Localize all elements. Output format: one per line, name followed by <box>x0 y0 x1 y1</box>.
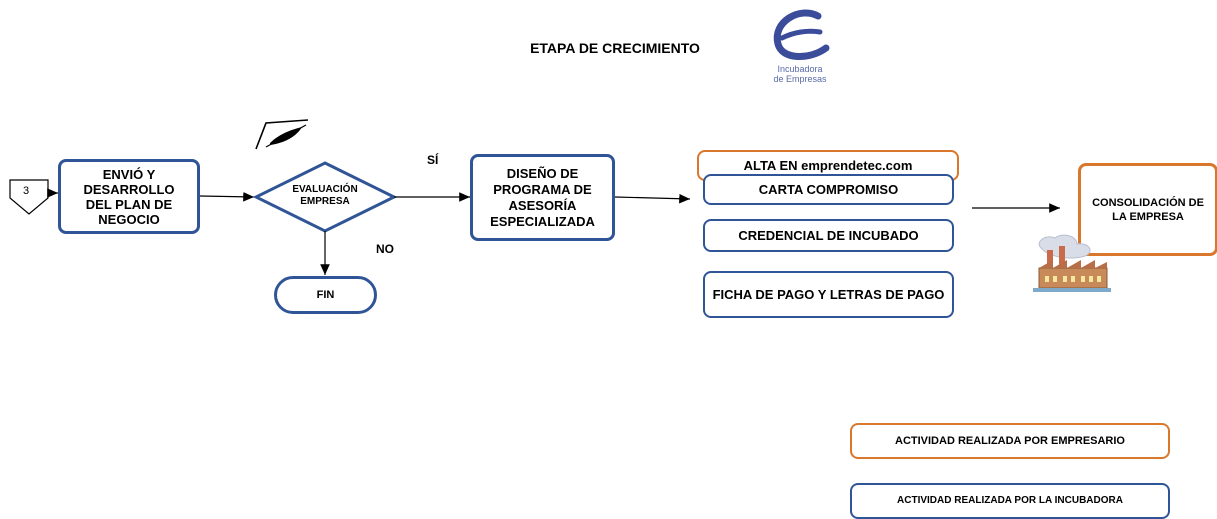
legend-incubadora: ACTIVIDAD REALIZADA POR LA INCUBADORA <box>850 483 1170 519</box>
arrow-diseno-to-list <box>614 193 691 204</box>
factory-icon <box>1033 234 1111 292</box>
logo-text-line2: de Empresas <box>773 74 827 84</box>
node-evaluacion-empresa: EVALUACIÓN EMPRESA <box>292 184 358 207</box>
node-carta-compromiso: CARTA COMPROMISO <box>703 174 954 205</box>
offpage-connector-shape <box>9 179 49 215</box>
node-ficha-pago: FICHA DE PAGO Y LETRAS DE PAGO <box>703 271 954 318</box>
offpage-connector-number: 3 <box>23 185 30 197</box>
arrow-envio-to-evaluacion <box>199 192 255 202</box>
diagram-title: ETAPA DE CRECIMIENTO <box>530 40 700 56</box>
edge-label-no: NO <box>376 242 394 256</box>
node-credencial-incubado: CREDENCIAL DE INCUBADO <box>703 219 954 252</box>
node-envio-plan-negocio: ENVIÓ Y DESARROLLO DEL PLAN DE NEGOCIO <box>58 159 200 234</box>
legend-empresario: ACTIVIDAD REALIZADA POR EMPRESARIO <box>850 423 1170 459</box>
signature-icon <box>255 119 309 150</box>
logo-icon: Incubadora de Empresas <box>760 8 840 84</box>
node-diseno-programa: DISEÑO DE PROGRAMA DE ASESORÍA ESPECIALI… <box>470 154 615 241</box>
logo-text-line1: Incubadora <box>777 64 823 74</box>
edge-label-yes: SÍ <box>427 153 439 167</box>
node-fin: FIN <box>274 276 377 314</box>
node-consolidacion-empresa: CONSOLIDACIÓN DE LA EMPRESA <box>1078 163 1217 256</box>
